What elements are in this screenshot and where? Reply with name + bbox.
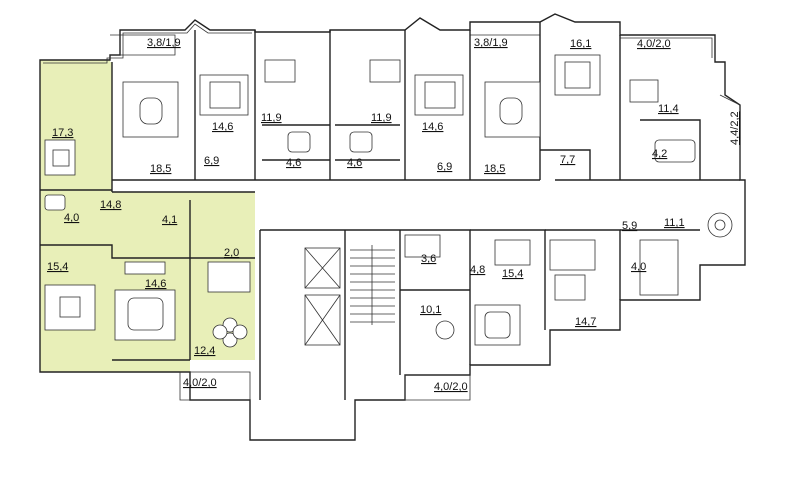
room-area-14-6-b: 14,6 [422, 121, 443, 133]
room-area-6-9-b: 6,9 [437, 161, 452, 173]
room-area-4-2: 4,2 [652, 148, 667, 160]
balcony-area-top-left: 3,8/1,9 [147, 37, 181, 49]
room-area-11-1: 11,1 [664, 217, 685, 229]
room-area-4-6-b: 4,6 [347, 157, 362, 169]
room-area-4-8: 4,8 [470, 264, 485, 276]
room-area-4-1: 4,1 [162, 214, 177, 226]
room-area-15-4-b: 15,4 [502, 268, 523, 280]
room-area-16-1: 16,1 [570, 38, 591, 50]
room-area-14-7: 14,7 [575, 316, 596, 328]
room-area-6-9-a: 6,9 [204, 155, 219, 167]
room-area-10-1: 10,1 [420, 304, 441, 316]
room-area-4-0-b: 4,0 [631, 261, 646, 273]
room-area-14-8: 14,8 [100, 199, 121, 211]
stair-elevator-core [304, 245, 395, 346]
room-area-14-6-a: 14,6 [212, 121, 233, 133]
interior-walls [40, 22, 740, 400]
balcony-area-top-right: 4,0/2,0 [637, 38, 671, 50]
room-labels: 3,8/1,9 3,8/1,9 16,1 4,0/2,0 17,3 14,6 1… [47, 37, 741, 393]
room-area-18-5-a: 18,5 [150, 163, 171, 175]
room-area-15-4-a: 15,4 [47, 261, 68, 273]
room-area-18-5-b: 18,5 [484, 163, 505, 175]
room-area-11-9-a: 11,9 [261, 112, 282, 124]
room-area-4-0-a: 4,0 [64, 212, 79, 224]
furniture [44, 54, 733, 348]
room-area-12-4: 12,4 [194, 345, 215, 357]
balcony-area-right-side: 4,4/2,2 [729, 111, 741, 145]
room-area-11-4: 11,4 [658, 103, 679, 115]
balcony-area-top-center: 3,8/1,9 [474, 37, 508, 49]
room-area-11-9-b: 11,9 [371, 112, 392, 124]
room-area-3-6: 3,6 [421, 253, 436, 265]
room-area-14-6-c: 14,6 [145, 278, 166, 290]
balcony-area-bottom-left: 4,0/2,0 [183, 377, 217, 389]
room-area-17-3: 17,3 [52, 127, 73, 139]
room-area-2-0: 2,0 [224, 247, 239, 259]
balcony-area-bottom-center: 4,0/2,0 [434, 381, 468, 393]
room-area-4-6-a: 4,6 [286, 157, 301, 169]
room-area-5-9: 5,9 [622, 220, 637, 232]
room-area-7-7: 7,7 [560, 154, 575, 166]
